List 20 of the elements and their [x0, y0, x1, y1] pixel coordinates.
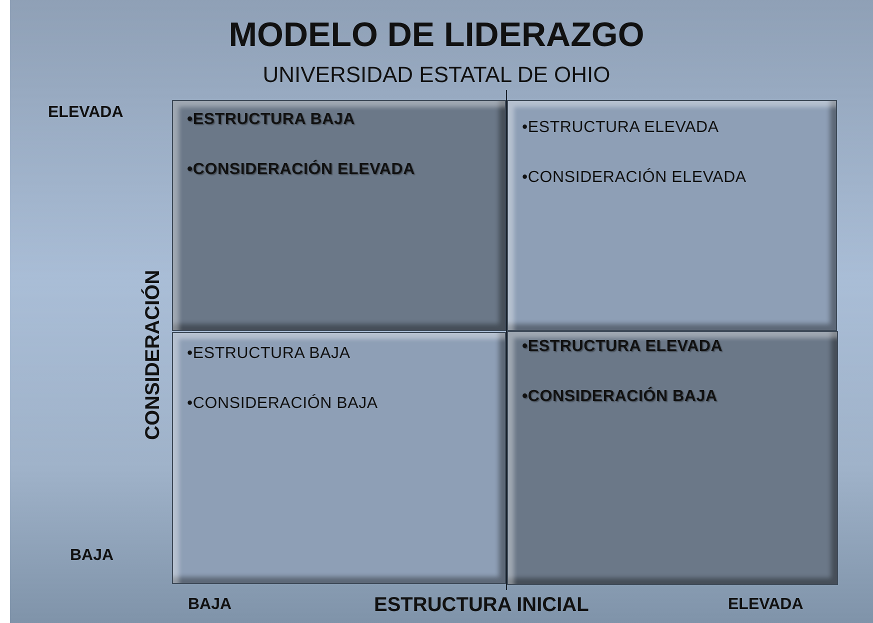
axis-title: CONSIDERACIÓN [142, 270, 165, 440]
axis-tick-label: ELEVADA [728, 596, 804, 614]
quadrant-text: •CONSIDERACIÓN ELEVADA [187, 161, 415, 179]
quadrant-text: •CONSIDERACIÓN BAJA [187, 395, 378, 413]
quadrant-text: •ESTRUCTURA BAJA [187, 111, 356, 129]
subtitle: UNIVERSIDAD ESTATAL DE OHIO [262, 62, 612, 88]
quadrant-box [507, 100, 837, 331]
quadrant-box [507, 331, 838, 585]
quadrant-text: •ESTRUCTURA ELEVADA [522, 338, 723, 356]
axis-tick-label: BAJA [188, 596, 232, 614]
axis-tick-label: BAJA [70, 547, 114, 565]
quadrant-box [172, 100, 506, 331]
title: MODELO DE LIDERAZGO [228, 16, 646, 55]
quadrant-text: •CONSIDERACIÓN BAJA [522, 388, 718, 406]
axis-tick-label: ELEVADA [48, 104, 124, 122]
quadrant-box [172, 332, 506, 584]
quadrant-text: •ESTRUCTURA ELEVADA [522, 119, 719, 137]
quadrant-text: •CONSIDERACIÓN ELEVADA [522, 169, 746, 187]
quadrant-text: •ESTRUCTURA BAJA [187, 345, 350, 363]
axis-title: ESTRUCTURA INICIAL [374, 594, 589, 617]
